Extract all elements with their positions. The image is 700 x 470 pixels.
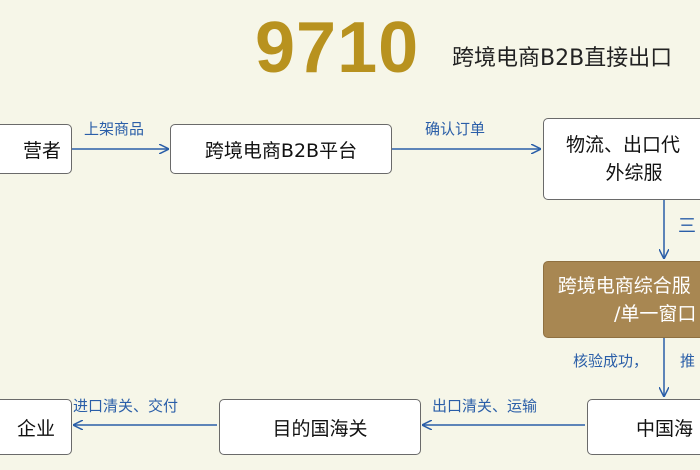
node-platform-label: 跨境电商B2B平台	[204, 139, 358, 162]
label-vertical-top: 三	[678, 216, 696, 237]
label-verify-success: 核验成功，	[573, 352, 649, 370]
node-china-customs-label: 中国海	[636, 417, 694, 440]
node-logistics-line2: 外综服	[605, 162, 663, 184]
node-logistics-line1: 物流、出口代	[566, 134, 681, 156]
node-logistics: 物流、出口代 外综服	[543, 118, 700, 200]
label-list-goods: 上架商品	[84, 120, 145, 138]
node-single-window: 跨境电商综合服 /单一窗口	[543, 261, 700, 338]
title-subtitle: 跨境电商B2B直接出口	[452, 46, 673, 71]
node-single-window-line2: /单一窗口	[614, 302, 697, 325]
node-destination-customs-label: 目的国海关	[272, 417, 368, 440]
node-operator-label: 营者	[22, 139, 61, 162]
node-single-window-line1: 跨境电商综合服	[557, 274, 691, 297]
label-push: 推	[680, 352, 696, 370]
node-platform: 跨境电商B2B平台	[170, 124, 392, 174]
node-china-customs: 中国海	[587, 399, 700, 455]
label-confirm-order: 确认订单	[425, 120, 486, 138]
node-operator: 营者	[0, 124, 72, 174]
node-enterprise-label: 企业	[16, 417, 55, 440]
label-import-clearance: 进口清关、交付	[73, 397, 179, 415]
node-enterprise: 企业	[0, 399, 72, 455]
title-number: 9710	[255, 8, 420, 88]
node-destination-customs: 目的国海关	[219, 399, 421, 455]
label-export-clearance: 出口清关、运输	[432, 397, 538, 415]
